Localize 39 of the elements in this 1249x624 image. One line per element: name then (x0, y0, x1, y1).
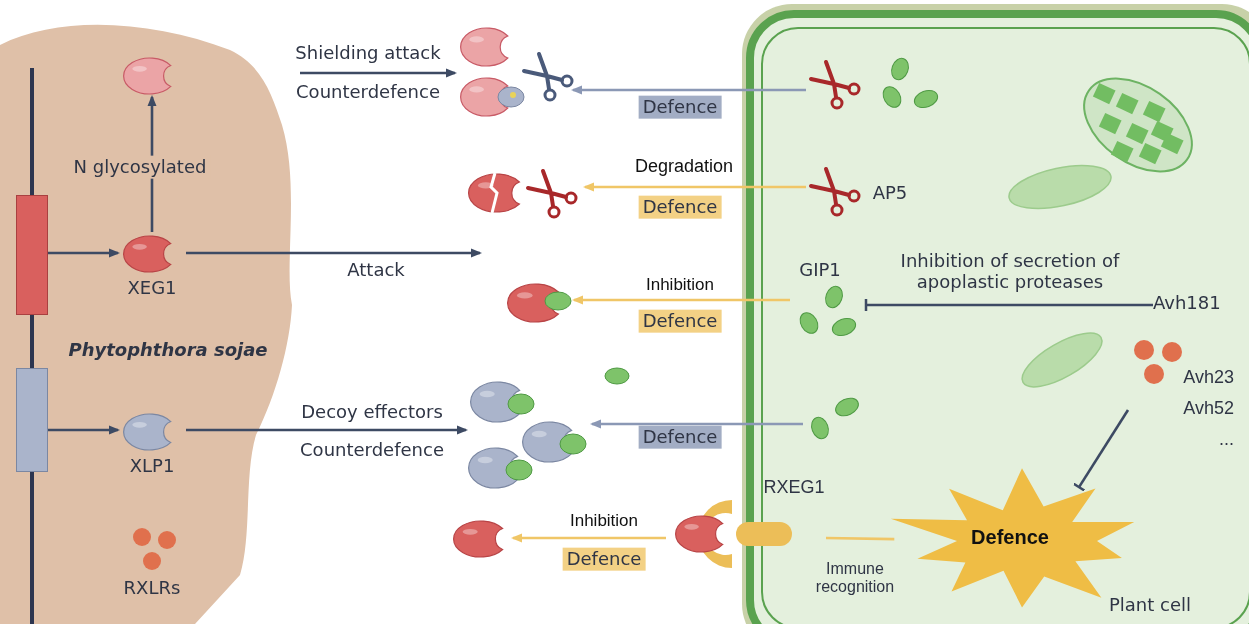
cell-name: Plant cell (1109, 594, 1191, 616)
annotation-label: Counterdefence (300, 439, 444, 461)
edge-label: Defence (638, 95, 722, 119)
edge-label: Defence (638, 425, 722, 449)
effector-list: Avh23 Avh52 ... (1172, 362, 1234, 455)
arrow (48, 248, 120, 258)
node-label: RXLRs (123, 577, 181, 599)
gene-segment (16, 368, 48, 472)
arrow (48, 425, 120, 435)
node-label: RXEG1 (763, 476, 825, 498)
arrow (583, 182, 806, 192)
edge-label: Shielding attack (294, 41, 442, 65)
node-label: XEG1 (127, 277, 177, 299)
arrow (300, 68, 457, 78)
organism-name: Phytophthora sojae (68, 339, 268, 361)
annotation-label: Inhibition (569, 511, 639, 531)
arrow (590, 419, 803, 429)
edge-label: Decoy effectors (300, 400, 444, 424)
arrow (186, 425, 468, 435)
edge-label: Attack (346, 258, 406, 282)
effector-label: Avh181 (1153, 292, 1239, 318)
node-label: AP5 (872, 182, 908, 204)
edge-label: Immune recognition (814, 558, 896, 597)
node-label: XLP1 (129, 455, 175, 477)
arrow (571, 85, 806, 95)
arrow (186, 248, 482, 258)
edge-label: Defence (638, 195, 722, 219)
connector-line (825, 536, 895, 541)
edge-label: Defence (638, 309, 722, 333)
annotation-label: Counterdefence (296, 81, 440, 103)
arrow (511, 533, 666, 543)
node-label: Defence (971, 525, 1049, 549)
annotation-label: Inhibition (645, 275, 715, 295)
arrow (572, 295, 790, 305)
edge-label: Defence (562, 547, 646, 571)
gene-segment (16, 195, 48, 315)
node-label: GIP1 (799, 259, 841, 281)
edge-label: Inhibition of secretion of apoplastic proteases (899, 250, 1121, 294)
annotation-label: Degradation (634, 155, 734, 177)
